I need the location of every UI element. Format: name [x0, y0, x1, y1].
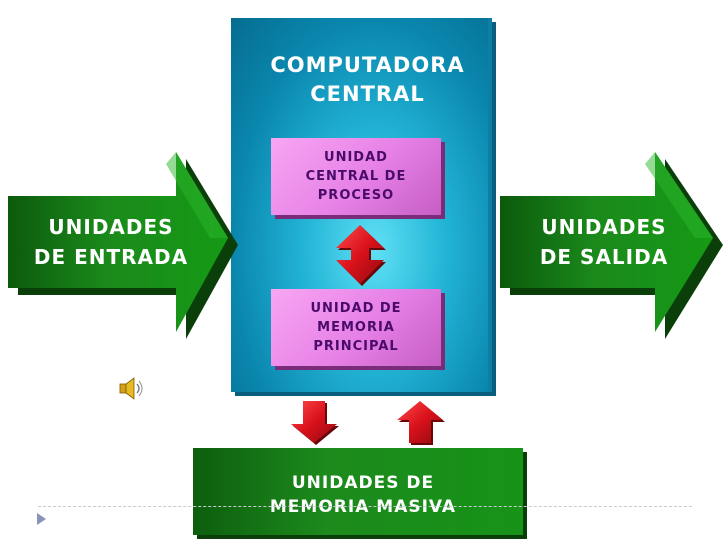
- mem-line2: MEMORIA: [317, 320, 395, 335]
- ucp-line3: PROCESO: [317, 188, 395, 203]
- masiva-line1: UNIDADES DE: [291, 473, 435, 493]
- memoria-principal-box: UNIDAD DE MEMORIA PRINCIPAL: [271, 289, 441, 366]
- cpu-title-line1: COMPUTADORA: [270, 53, 465, 77]
- ucp-line1: UNIDAD: [324, 150, 388, 165]
- unidades-salida-arrow: [500, 152, 723, 339]
- entrada-line1: UNIDADES: [48, 215, 174, 239]
- triangle-bullet-icon: [37, 513, 46, 525]
- arrow-down-to-masiva: [291, 401, 339, 445]
- memoria-masiva-box: [193, 448, 523, 535]
- ucp-memoria-double-arrow: [336, 225, 386, 286]
- entrada-line2: DE ENTRADA: [33, 245, 189, 269]
- memoria-masiva-label: UNIDADES DE MEMORIA MASIVA: [208, 460, 518, 530]
- salida-line1: UNIDADES: [541, 215, 667, 239]
- unidad-central-proceso-box: UNIDAD CENTRAL DE PROCESO: [271, 138, 441, 215]
- cpu-title-line2: CENTRAL: [310, 82, 425, 106]
- unidades-entrada-label: UNIDADES DE ENTRADA: [14, 209, 208, 275]
- ucp-line2: CENTRAL DE: [305, 169, 407, 184]
- mem-line1: UNIDAD DE: [310, 301, 402, 316]
- arrow-up-from-masiva: [397, 401, 445, 445]
- mem-line3: PRINCIPAL: [313, 339, 399, 354]
- speaker-icon[interactable]: [119, 377, 143, 400]
- cpu-title: COMPUTADORA CENTRAL: [245, 48, 490, 112]
- salida-line2: DE SALIDA: [539, 245, 669, 269]
- unidades-entrada-arrow: [8, 152, 238, 339]
- footer-divider: [38, 506, 692, 507]
- masiva-line2: MEMORIA MASIVA: [269, 497, 457, 517]
- unidades-salida-label: UNIDADES DE SALIDA: [506, 209, 702, 275]
